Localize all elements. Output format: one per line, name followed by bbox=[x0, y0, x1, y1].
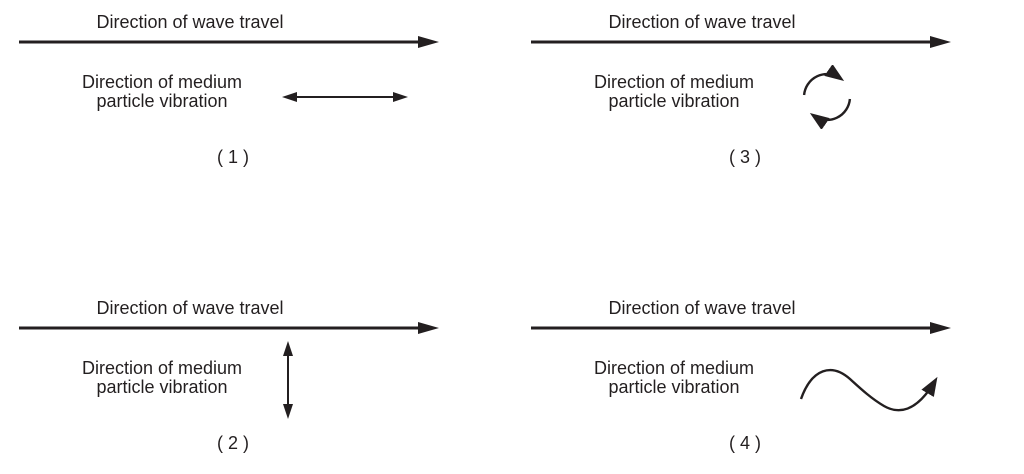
particle-vibration-label: Direction of medium particle vibration bbox=[593, 72, 755, 111]
wave-travel-label: Direction of wave travel bbox=[608, 298, 796, 318]
wave-travel-arrow-icon bbox=[531, 322, 951, 334]
panel-number-label: ( 4 ) bbox=[728, 433, 761, 453]
wave-travel-label: Direction of wave travel bbox=[96, 298, 284, 318]
particle-vibration-label: Direction of medium particle vibration bbox=[593, 358, 755, 397]
particle-vibration-label: Direction of medium particle vibration bbox=[81, 72, 243, 111]
panel-number-label: ( 3 ) bbox=[728, 147, 761, 167]
sinusoidal-vibration-arrow-icon bbox=[799, 368, 938, 412]
particle-vibration-label: Direction of medium particle vibration bbox=[81, 358, 243, 397]
wave-travel-arrow-icon bbox=[531, 36, 951, 48]
panel-1: Direction of wave travel Direction of me… bbox=[0, 0, 512, 188]
panel-number-label: ( 2 ) bbox=[216, 433, 249, 453]
horizontal-vibration-arrow-icon bbox=[282, 92, 408, 102]
panel-number-label: ( 1 ) bbox=[216, 147, 249, 167]
panel-3: Direction of wave travel Direction of me… bbox=[512, 0, 1024, 188]
wave-travel-label: Direction of wave travel bbox=[608, 12, 796, 32]
panel-4: Direction of wave travel Direction of me… bbox=[512, 286, 1024, 474]
wave-travel-label: Direction of wave travel bbox=[96, 12, 284, 32]
panel-2: Direction of wave travel Direction of me… bbox=[0, 286, 512, 474]
wave-travel-arrow-icon bbox=[19, 36, 439, 48]
vertical-vibration-arrow-icon bbox=[283, 341, 293, 419]
circular-vibration-arrows-icon bbox=[802, 65, 852, 129]
wave-travel-arrow-icon bbox=[19, 322, 439, 334]
